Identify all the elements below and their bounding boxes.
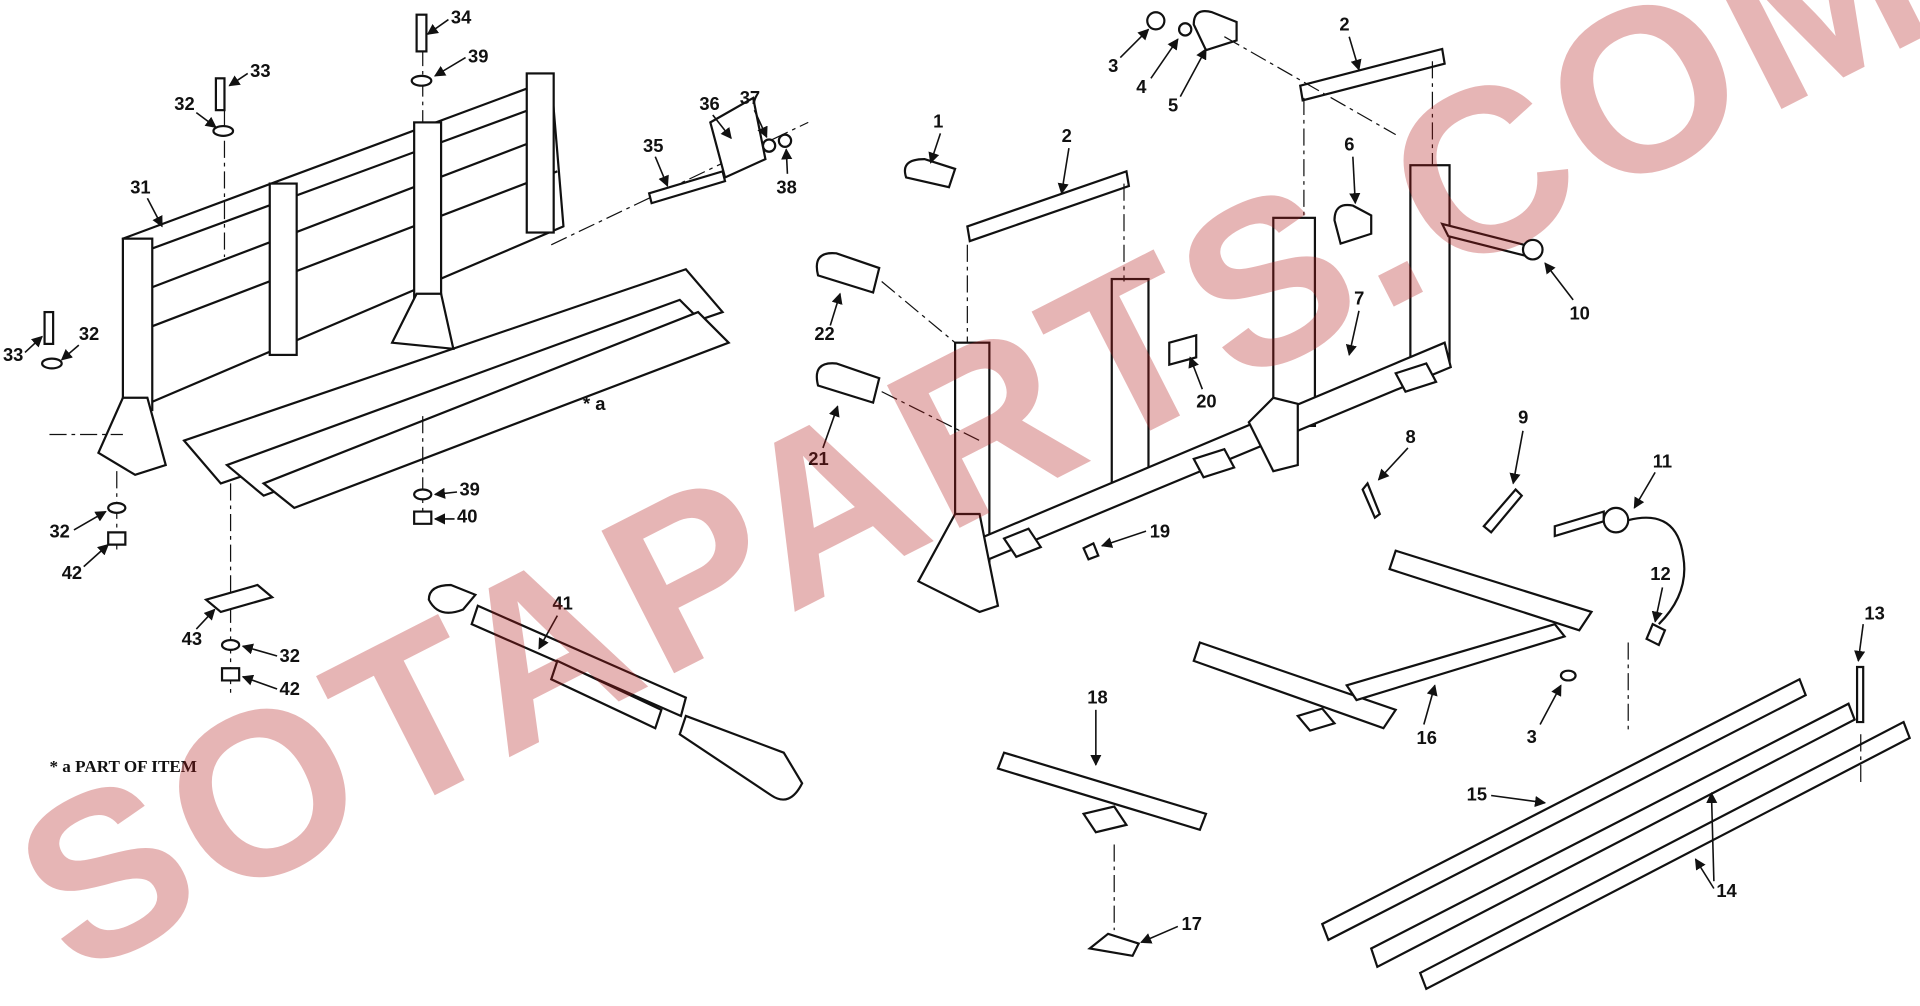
callout-32-d: 32 [280, 645, 300, 666]
callout-16: 16 [1416, 727, 1436, 748]
callout-21: 21 [808, 448, 828, 469]
callout-13: 13 [1864, 602, 1884, 623]
callout-3: 3 [1108, 55, 1118, 76]
callout-33-b: 33 [3, 344, 23, 365]
callout-6: 6 [1344, 134, 1354, 155]
callout-31: 31 [130, 176, 150, 197]
callout-32-c: 32 [49, 520, 69, 541]
callout-42-b: 42 [280, 678, 300, 699]
callout-10: 10 [1569, 302, 1589, 323]
callout-7: 7 [1354, 288, 1364, 309]
callout-40: 40 [457, 506, 477, 527]
callout-34: 34 [451, 6, 472, 27]
callout-19: 19 [1150, 520, 1170, 541]
callout-38: 38 [776, 176, 796, 197]
callout-18: 18 [1087, 687, 1107, 708]
callout-part-of-item: * a [583, 393, 606, 414]
callout-43: 43 [182, 628, 202, 649]
callout-1: 1 [933, 110, 943, 131]
callout-22: 22 [814, 323, 834, 344]
callouts-right: 3 4 5 2 1 2 6 22 21 20 7 10 8 9 11 12 19… [808, 14, 1885, 944]
callout-9: 9 [1518, 406, 1528, 427]
callout-41: 41 [552, 592, 572, 613]
seat-brackets-and-slats [996, 481, 1912, 991]
callout-35: 35 [643, 135, 663, 156]
callout-14: 14 [1716, 880, 1737, 901]
callout-36: 36 [699, 93, 719, 114]
callout-4: 4 [1136, 76, 1147, 97]
bow-frame-assembly [815, 10, 1544, 614]
callout-42: 42 [62, 562, 82, 583]
small-hardware-left [41, 13, 793, 682]
callout-11: 11 [1653, 451, 1672, 472]
seat-frame-assembly [49, 48, 809, 698]
callout-15: 15 [1467, 783, 1487, 804]
callout-39-b: 39 [459, 479, 479, 500]
callout-5: 5 [1168, 94, 1178, 115]
callout-12: 12 [1650, 563, 1670, 584]
callout-33: 33 [250, 60, 270, 81]
callout-32: 32 [174, 93, 194, 114]
callout-8: 8 [1405, 426, 1415, 447]
part-of-item-note: * a PART OF ITEM [49, 757, 197, 776]
tie-down-strap-41 [427, 583, 804, 801]
callout-17: 17 [1182, 913, 1202, 934]
callout-20: 20 [1196, 391, 1216, 412]
callouts-left: 34 39 33 32 31 35 36 37 38 33 32 * a 39 … [3, 6, 797, 776]
callout-39: 39 [468, 45, 488, 66]
callout-32-b: 32 [79, 323, 99, 344]
callout-37: 37 [740, 87, 760, 108]
callout-3-b: 3 [1527, 726, 1537, 747]
callout-2-b: 2 [1062, 125, 1072, 146]
callout-2: 2 [1339, 14, 1349, 35]
